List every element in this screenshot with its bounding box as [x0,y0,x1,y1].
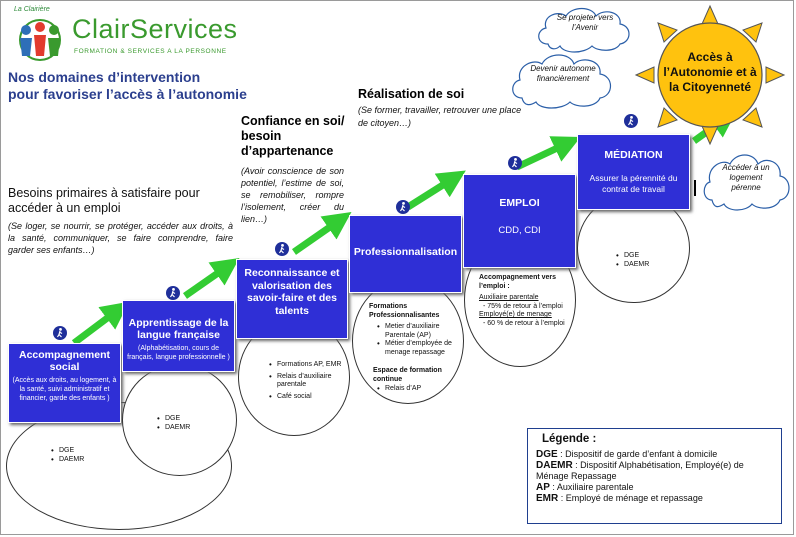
walker-icon [396,200,410,214]
connector-tick [694,180,696,196]
step1-item: DGE [51,447,84,456]
cloud-text-2: Devenir autonome financièrement [530,64,596,83]
step1-box-title: Accompagnement social [18,349,111,373]
step4-item: Relais d’AP [377,385,455,394]
page-title-line2: pour favoriser l’accès à l’autonomie [8,86,247,102]
walker-icon [624,114,638,128]
step5-box-subtitle: CDD, CDI [498,225,541,236]
legend-row: AP : Auxiliaire parentale [536,482,773,493]
step6-circle: DGE DAEMR [577,193,690,303]
step5-circle-heading: Accompagnement vers l’emploi : [479,274,557,290]
arrow-5 [515,136,581,171]
step6-box-subtitle: Assurer la pérennité du contrat de trava… [589,173,678,194]
logo: La Clairière ClairServices FORMATION & S… [6,6,238,62]
step4-box-title: Professionnalisation [353,246,458,258]
logo-name: ClairServices [72,14,238,44]
step1-box-subtitle: (Accès aux droits, au logement, à la san… [12,377,117,402]
step6-box: MÉDIATION Assurer la pérennité du contra… [577,134,690,210]
step2-box-subtitle: (Alphabétisation, cours de français, lan… [127,345,230,361]
cloud-icon [703,154,790,211]
logo-people-icon [19,19,61,61]
step3-item: Formations AP, EMR [269,361,355,370]
step6-item: DAEMR [616,261,649,270]
step4-title: Réalisation de soi [358,87,465,101]
legend-abbr: AP [536,482,550,493]
legend-row: EMR : Employé de ménage et repassage [536,493,773,504]
step1-description: (Se loger, se nourrir, se protéger, accé… [8,221,233,255]
step5-circle-line1: - 75% de retour à l’emploi [483,302,563,310]
step3-box-title: Reconnaissance et valorisation des savoi… [244,267,340,317]
legend-title: Légende : [542,433,597,445]
walker-icon [53,326,67,340]
step3-description: (Avoir conscience de son potentiel, l’es… [241,166,344,224]
cloud-icon [538,7,630,53]
page-title-line1: Nos domaines d’intervention [8,69,201,85]
step2-item: DAEMR [157,424,190,433]
step1-box: Accompagnement social (Accès aux droits,… [8,343,121,423]
step4-description: (Se former, travailler, retrouver une pl… [358,105,522,128]
step4-item: Métier d’employée de menage repassage [377,340,465,357]
step4-circle-heading: Formations Professionnalisantes [369,303,440,319]
step2-circle: DGE DAEMR [122,364,237,476]
legend-text: : Dispositif de garde d’enfant à domicil… [557,449,718,459]
walker-icon [166,286,180,300]
cloud-icon [512,54,612,109]
step4-item: Metier d’auxiliaire Parentale (AP) [377,323,465,340]
logo-arc-text: La Clairière [14,6,50,13]
step3-item: Café social [269,393,355,402]
cloud-text-1: Se projeter vers l’Avenir [556,13,614,32]
step4-circle: Formations Professionnalisantes Metier d… [352,278,464,404]
walker-icon [275,242,289,256]
legend-row: DAEMR : Dispositif Alphabétisation, Empl… [536,460,773,482]
legend-abbr: DGE [536,449,558,460]
step5-box: EMPLOI CDD, CDI [463,174,576,268]
step6-item: DGE [616,252,649,261]
step4-box: Professionnalisation [349,215,462,293]
step2-box: Apprentissage de la langue française (Al… [122,300,235,372]
step3-title: Confiance en soi/ besoin d’appartenance [241,114,345,158]
arrow-3 [292,212,352,255]
legend-abbr: DAEMR [536,460,573,471]
step5-circle-line2: - 60 % de retour à l’emploi [483,319,565,327]
sun-text: Accès à l’Autonomie et à la Citoyenneté [663,50,757,94]
sun-icon [634,4,786,146]
cloud-text-3: Accéder à un logement pérenne [722,163,770,192]
step4-circle-heading2: Espace de formation continue [373,367,442,383]
step5-circle-subhead2: Employé(e) de menage [479,311,552,318]
step6-box-title: MÉDIATION [604,149,663,161]
legend-row: DGE : Dispositif de garde d’enfant à dom… [536,449,773,460]
arrow-2 [182,257,240,299]
legend: Légende : DGE : Dispositif de garde d’en… [527,428,782,524]
legend-text: : Auxiliaire parentale [549,482,634,492]
step1-title: Besoins primaires à satisfaire pour accé… [8,186,200,215]
logo-tagline: FORMATION & SERVICES A LA PERSONNE [74,48,227,55]
step2-item: DGE [157,415,190,424]
legend-abbr: EMR [536,493,559,504]
legend-text: : Dispositif Alphabétisation, Employé(e)… [536,460,744,481]
step5-box-title: EMPLOI [499,197,540,209]
page-title: Nos domaines d’intervention pour favoris… [8,69,288,103]
legend-text: : Employé de ménage et repassage [558,493,703,503]
step5-circle-subhead1: Auxiliaire parentale [479,294,539,301]
arrow-4 [406,170,466,210]
step3-item: Relais d’auxiliaire parentale [269,373,355,390]
step1-item: DAEMR [51,456,84,465]
walker-icon [508,156,522,170]
arrow-1 [71,301,130,346]
step3-box: Reconnaissance et valorisation des savoi… [236,259,348,339]
step2-box-title: Apprentissage de la langue française [128,317,229,341]
